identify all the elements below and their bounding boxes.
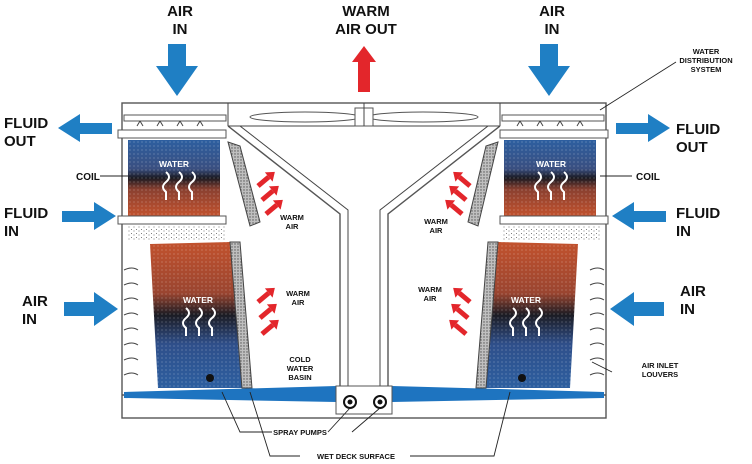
coil-sump-right [502,226,600,240]
air-in-side-right-arrow [610,292,664,326]
louvers-left [123,267,139,376]
water-label-fill-left: WATER [183,295,213,305]
leader-lines [100,61,677,457]
wet-deck-surface-label: WET DECK SURFACE [317,452,395,461]
water-label-coil-left: WATER [159,159,189,169]
spray-pumps-label: SPRAY PUMPS [273,428,327,437]
louvers-right [589,267,605,376]
fan-assembly [249,103,479,127]
air-in-top-right-arrow [528,44,570,96]
spray-header-right [501,114,605,127]
warm-air-out-arrow [352,46,376,92]
fluid-in-left-arrow [62,202,116,230]
coil-right [499,129,609,225]
fluid-in-right-arrow [612,202,666,230]
coil-sump-left [128,226,226,240]
coil-left [117,129,227,225]
coil-right-label: COIL [636,172,660,183]
water-flow-arrows [162,171,568,336]
cold-water-basin [124,385,604,415]
air-in-top-left-arrow [156,44,198,96]
spray-header-left [123,114,227,127]
water-label-fill-right: WATER [511,295,541,305]
wet-deck-right [475,241,578,389]
fluid-out-left-arrow [58,114,112,142]
eliminator-right [467,141,499,227]
fluid-out-right-arrow [616,114,670,142]
wet-deck-left [150,241,253,389]
water-label-coil-right: WATER [536,159,566,169]
eliminator-left [227,141,261,227]
warm-air-arrows [256,171,472,336]
air-in-side-left-arrow [64,292,118,326]
coil-left-label: COIL [76,172,100,183]
